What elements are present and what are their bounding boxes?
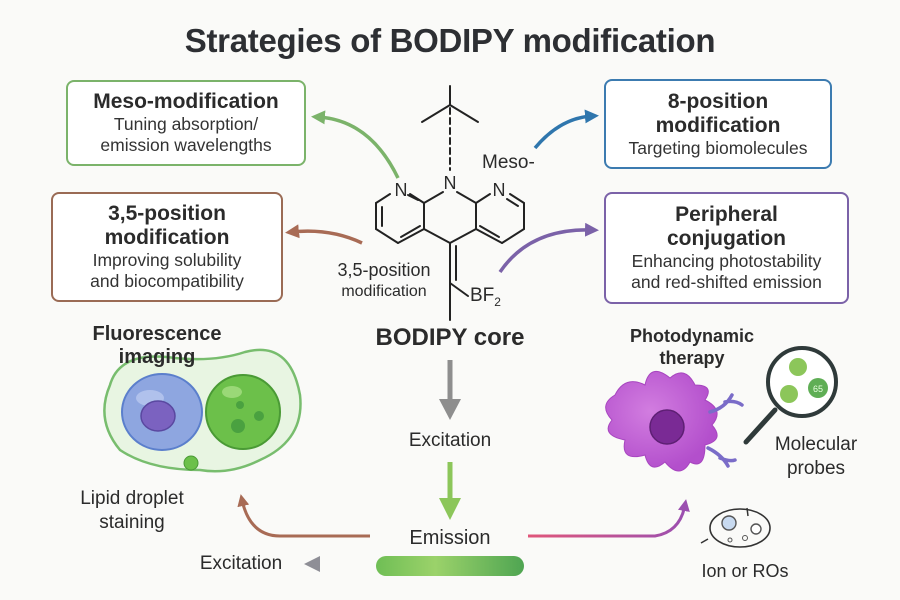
excitation-arrowhead [439,399,461,420]
fluorescence-imaging-heading-1: Fluorescence [92,323,222,345]
excitation-center-label: Excitation [408,430,492,451]
pos8-box-heading-1: 8-position [667,89,769,113]
peripheral-box-heading-1: Peripheral [675,203,778,226]
molecular-probes-caption-1: Molecular [774,434,858,455]
fluorescence-imaging-heading-2: imaging [118,346,196,368]
photodynamic-therapy-heading-2: therapy [659,348,725,368]
meso-box-heading: Meso-modification [93,90,279,113]
probe-glyph: 65 [813,384,823,394]
3-5-position-modification-box: 3,5-position modification Improving solu… [51,192,283,302]
magnifier-icon: 65 [743,346,838,445]
pos35-box-heading-2: modification [104,226,230,249]
meso-position-label: Meso- [482,152,535,173]
peripheral-conjugation-box: Peripheral conjugation Enhancing photost… [604,192,849,304]
lipid-droplet-caption-2: staining [99,512,165,533]
meso-box-line-1: Tuning absorption/ [113,114,259,134]
pos35-box-line-1: Improving solubility [92,250,242,270]
excitation-left-arrowhead [304,556,320,572]
fluorescence-cell-illustration [103,348,302,473]
ion-ros-caption: Ion or ROs [701,561,789,581]
peripheral-box-line-2: and red-shifted emission [631,272,822,292]
diagram-title: Strategies of BODIPY modification [184,22,716,59]
peripheral-box-heading-2: conjugation [667,227,786,250]
pos8-box-line-1: Targeting biomolecules [628,137,808,158]
arrow-to-3-5-position-box [285,224,363,245]
atom-n-left: N [394,180,408,200]
lipid-droplet-caption-1: Lipid droplet [80,488,184,509]
pos35-label-line-1: 3,5-position [337,260,431,280]
pos35-box-heading-1: 3,5-position [108,202,226,225]
bodipy-core-label: BODIPY core [375,324,525,351]
atom-n-right: N [492,180,506,200]
arrow-to-peripheral-box [498,222,599,273]
peripheral-box-line-1: Enhancing photostability [631,251,822,271]
arrow-to-fluorescence-imaging [237,494,370,538]
meso-box-line-2: emission wavelengths [100,135,272,155]
photodynamic-cell-illustration [605,370,744,472]
excitation-left-label: Excitation [199,553,283,574]
pos8-box-heading-2: modification [655,113,781,137]
arrow-to-8-position-box [533,109,599,150]
atom-bf2-main: BF [470,285,495,306]
pos35-label-line-2: modification [341,283,427,300]
atom-n-center: N [443,173,457,193]
8-position-modification-box: 8-position modification Targeting biomol… [604,79,832,169]
pos35-box-line-2: and biocompatibility [90,271,244,291]
emission-bar [376,556,524,576]
atom-bf2-sub: 2 [494,294,501,309]
emission-label: Emission [409,527,491,549]
arrow-to-meso-box [311,110,400,179]
arrow-to-photodynamic-therapy [528,499,690,538]
bodipy-structure [375,85,525,321]
emission-arrowhead [439,498,461,520]
molecular-probes-caption-2: probes [786,458,846,479]
ion-ros-illustration [700,507,771,548]
atom-bf2: BF2 [470,285,501,309]
photodynamic-therapy-heading-1: Photodynamic [629,326,754,346]
meso-modification-box: Meso-modification Tuning absorption/ emi… [66,80,306,166]
